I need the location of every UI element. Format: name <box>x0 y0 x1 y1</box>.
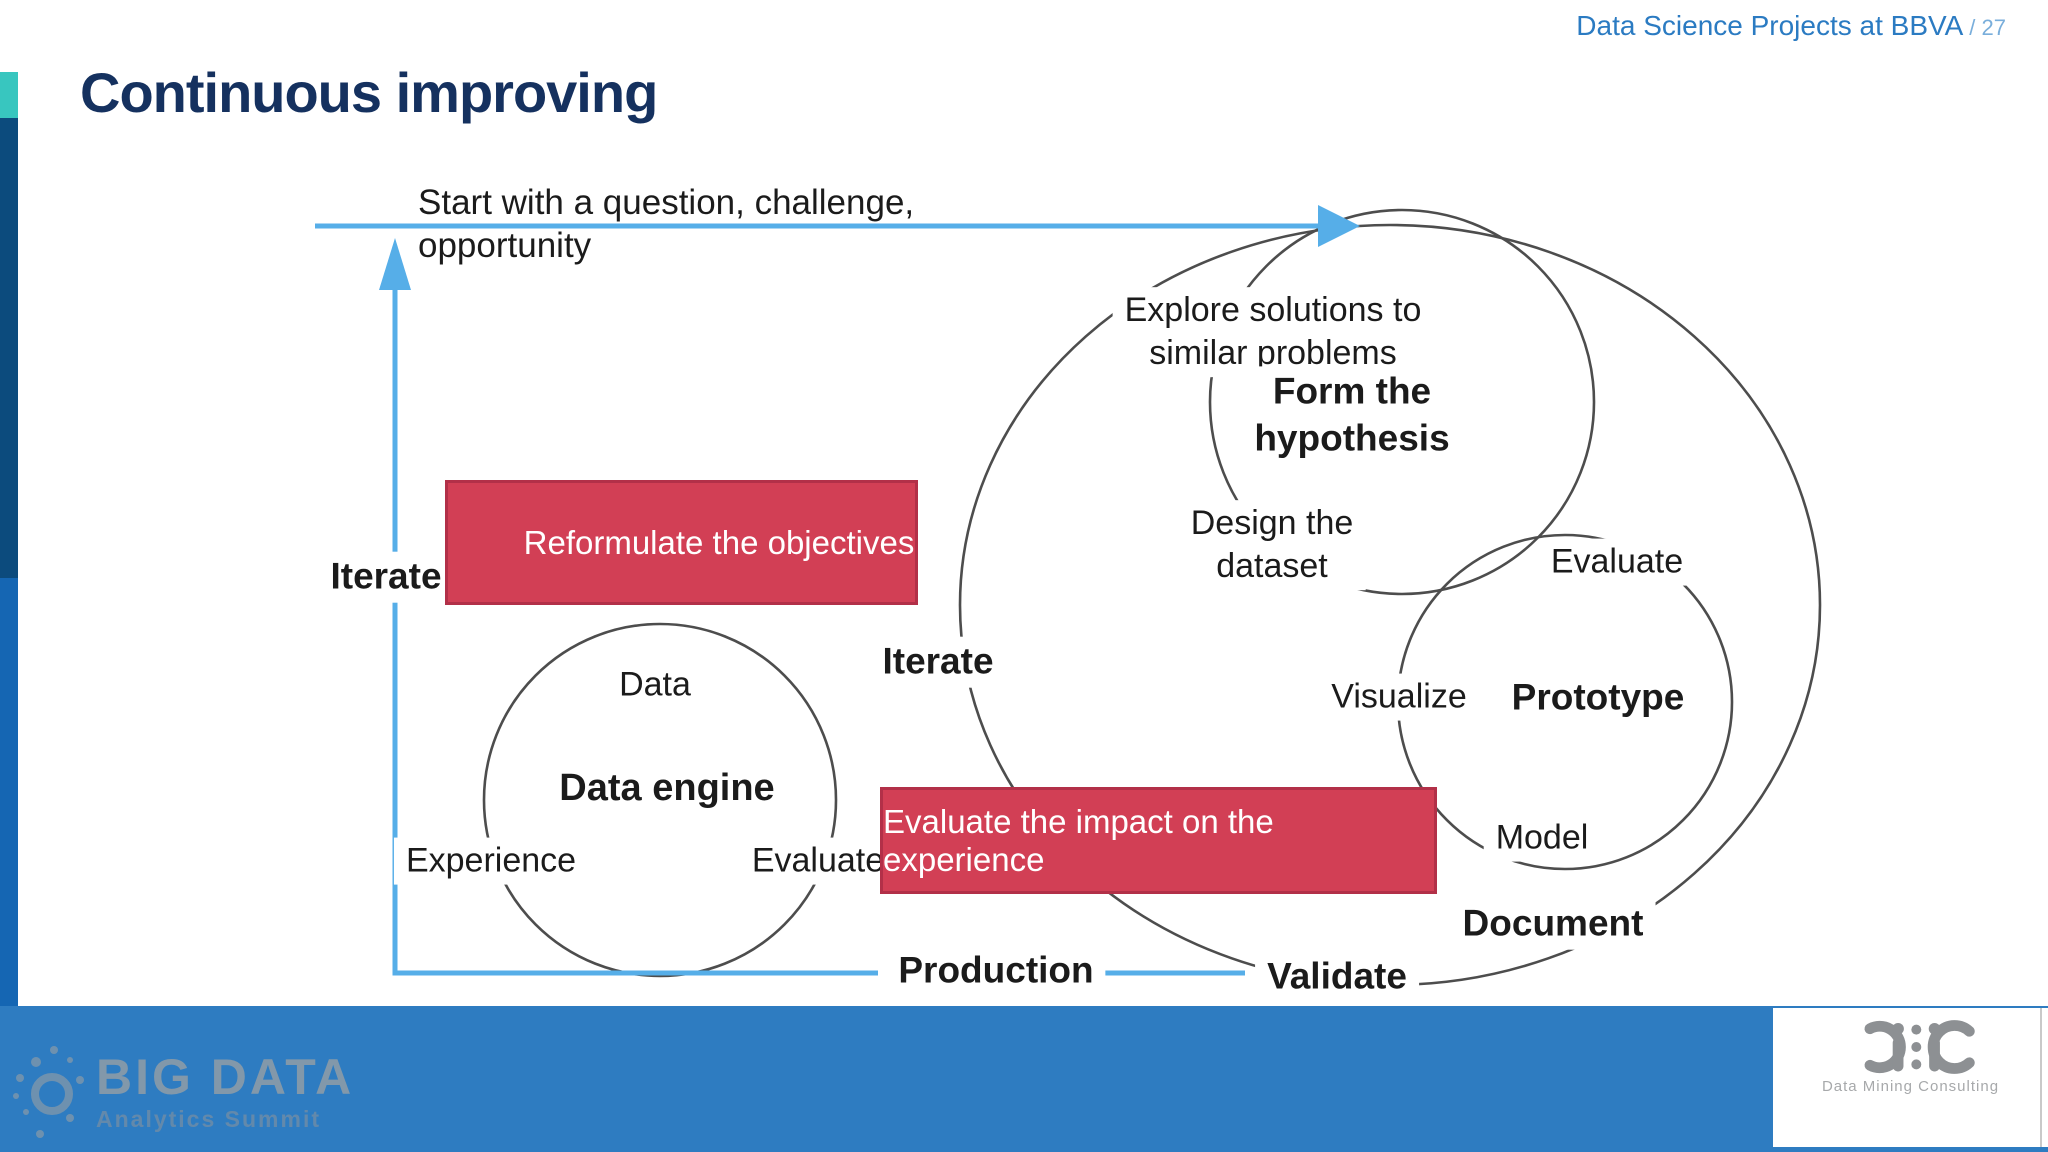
label-visualize: Visualize <box>1319 673 1479 721</box>
slide-number: / 27 <box>1969 15 2006 40</box>
vertical-and-bottom-line <box>392 262 878 976</box>
label-data: Data <box>585 661 725 709</box>
hypothesis-loop-circle <box>1208 208 1596 596</box>
label-production: Production <box>886 945 1106 997</box>
label-design-line2: dataset <box>1216 547 1328 585</box>
evaluate-impact-box: Evaluate the impact on the experience <box>880 787 1437 894</box>
up-arrowhead-icon <box>379 238 411 290</box>
label-start-line1: Start with a question, challenge, <box>418 183 915 222</box>
big-data-logo-subtitle: Analytics Summit <box>96 1106 321 1132</box>
label-start-question: Start with a question, challenge, opport… <box>418 181 914 267</box>
label-design-dataset: Design the dataset <box>1178 500 1366 590</box>
page-title: Continuous improving <box>80 61 658 124</box>
evaluate-impact-text: Evaluate the impact on the experience <box>883 802 1274 878</box>
label-form-line2: hypothesis <box>1254 417 1450 458</box>
label-start-line2: opportunity <box>418 226 592 265</box>
label-prototype: Prototype <box>1499 672 1697 724</box>
label-form-line1: Form the <box>1272 370 1432 412</box>
data-engine-loop-circle <box>482 622 838 978</box>
label-evaluate-bottom: Evaluate <box>739 837 897 885</box>
label-design-line1: Design the <box>1190 504 1354 543</box>
label-document: Document <box>1450 898 1656 950</box>
dmc-logo-tagline: Data Mining Consulting <box>1821 1078 2000 1095</box>
label-evaluate-right: Evaluate <box>1538 538 1696 586</box>
label-model: Model <box>1483 814 1601 862</box>
reformulate-objectives-box: Reformulate the objectives <box>445 480 918 605</box>
label-validate: Validate <box>1255 951 1419 1003</box>
arrowheads <box>379 205 1360 290</box>
label-explore-line1: Explore solutions to <box>1124 291 1422 330</box>
dmc-logo-card: Data Mining Consulting <box>1773 1008 2048 1147</box>
label-explore-solutions: Explore solutions to similar problems <box>1112 287 1434 377</box>
dmc-logo-icon <box>1864 1020 1975 1074</box>
sidebar-accent-blue <box>0 578 18 1006</box>
big-data-logo-title: BIG DATA <box>96 1049 355 1105</box>
axis-lines <box>315 223 1320 976</box>
label-iterate-left: Iterate <box>324 551 448 603</box>
sidebar-accent-teal <box>0 72 18 118</box>
reformulate-objectives-text: Reformulate the objectives <box>523 523 915 561</box>
right-arrowhead-icon <box>1318 205 1360 247</box>
big-data-logo: BIG DATA Analytics Summit <box>96 1052 354 1133</box>
big-data-network-icon <box>13 1046 84 1138</box>
label-form-hypothesis: Form the hypothesis <box>1242 366 1462 464</box>
slide-reference-text: Data Science Projects at BBVA <box>1576 10 1964 41</box>
label-explore-line2: similar problems <box>1149 334 1397 372</box>
label-iterate-center: Iterate <box>870 636 1006 688</box>
footer-band <box>0 1006 2048 1152</box>
label-experience: Experience <box>393 837 589 885</box>
label-data-engine: Data engine <box>547 763 787 815</box>
sidebar-accent-navy <box>0 118 18 578</box>
dmc-card-edge-divider <box>2040 1008 2042 1147</box>
slide-reference: Data Science Projects at BBVA/ 27 <box>1576 10 2006 42</box>
